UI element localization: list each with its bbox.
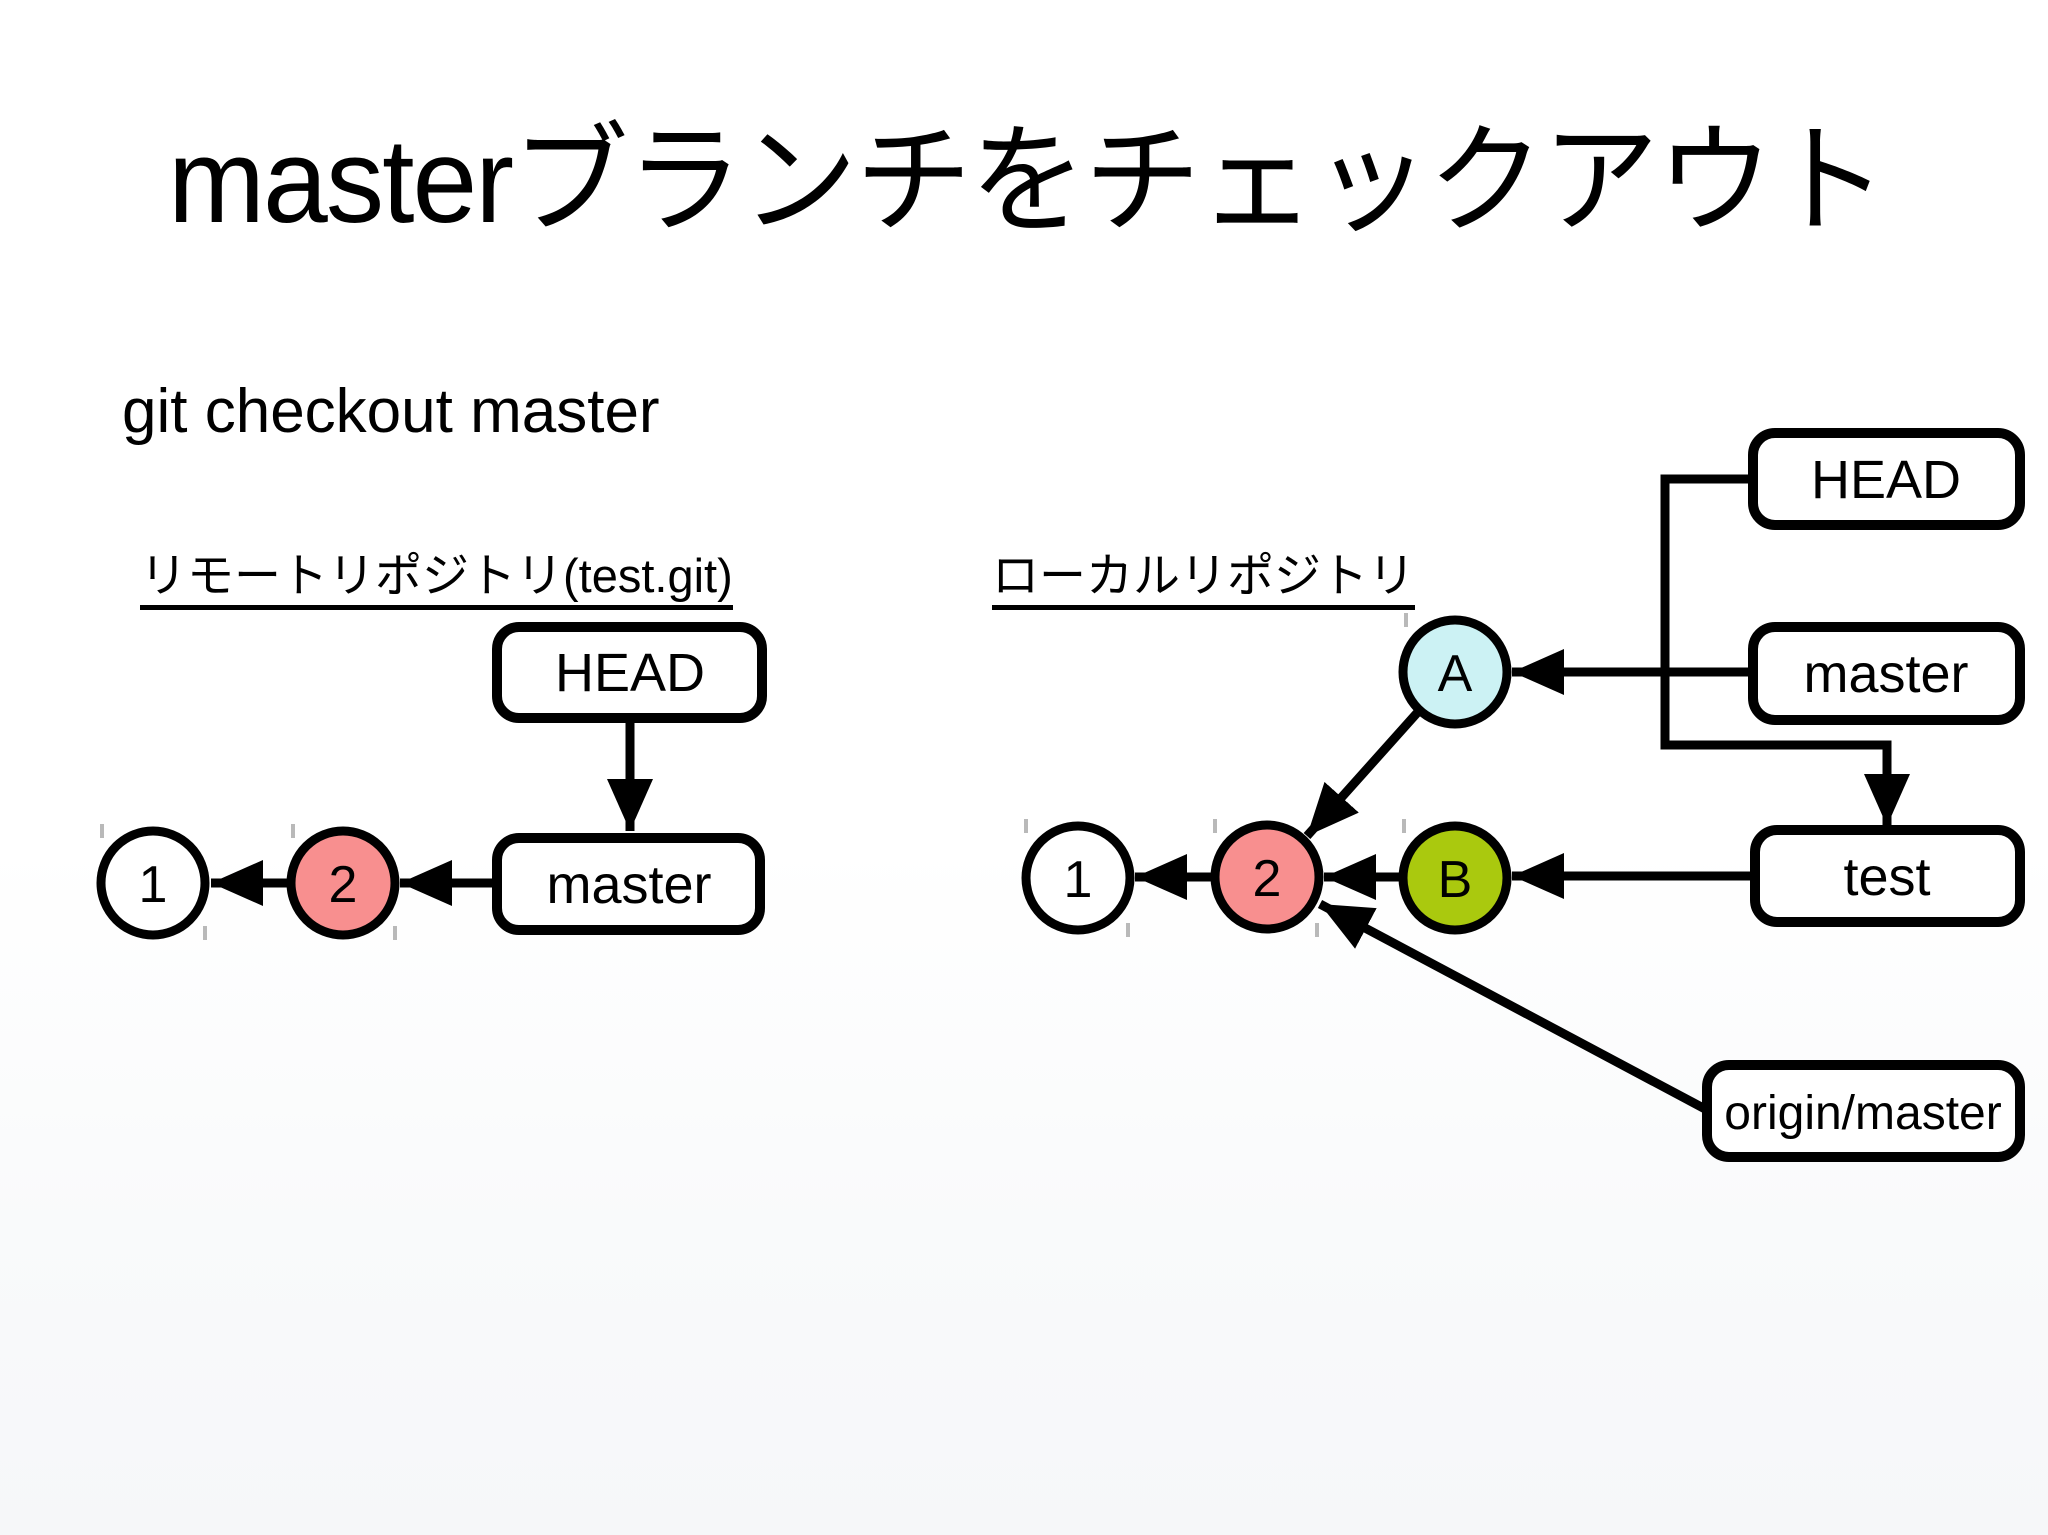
remote-repo-diagram: 1 2 HEAD master xyxy=(96,622,767,940)
remote-head-label: HEAD xyxy=(555,643,705,703)
tick-mark xyxy=(1024,819,1028,833)
page-title: masterブランチをチェックアウト xyxy=(168,114,1888,248)
tick-mark xyxy=(393,926,397,940)
remote-commit-1-label: 1 xyxy=(139,856,168,914)
local-head-to-test-arrow xyxy=(1660,474,1910,826)
remote-commit-1-node xyxy=(96,826,210,940)
tick-mark xyxy=(1126,923,1130,937)
local-test-label: test xyxy=(1843,847,1930,907)
local-origin-master-label: origin/master xyxy=(1724,1087,2001,1140)
local-commit-a-label: A xyxy=(1438,645,1473,703)
local-commit-2-label: 2 xyxy=(1253,850,1282,908)
local-commit-b-label: B xyxy=(1438,851,1473,909)
tick-marks xyxy=(100,613,1408,940)
local-repo-diagram: 1 2 A B HEAD master test origin/master xyxy=(1021,428,2025,1162)
tick-mark xyxy=(203,926,207,940)
local-head-label: HEAD xyxy=(1811,450,1961,510)
tick-mark xyxy=(291,824,295,838)
remote-repo-label: リモートリポジトリ(test.git) xyxy=(140,550,733,610)
local-repo-label: ローカルリポジトリ xyxy=(992,550,1415,610)
tick-mark xyxy=(1404,613,1408,627)
tick-mark xyxy=(1315,923,1319,937)
local-commit-1-node xyxy=(1021,821,1135,935)
remote-master-label: master xyxy=(546,855,711,915)
local-commit-a-node xyxy=(1398,615,1512,729)
local-origin-to-commit2-arrow xyxy=(1317,900,1710,1114)
local-a-to-commit2-arrow xyxy=(1303,710,1421,839)
tick-mark xyxy=(1402,819,1406,833)
local-origin-master-box xyxy=(1702,1060,2025,1162)
tick-mark xyxy=(1213,819,1217,833)
local-master-label: master xyxy=(1803,644,1968,704)
local-commit-1-label: 1 xyxy=(1064,851,1093,909)
git-command-text: git checkout master xyxy=(122,377,660,446)
remote-commit-2-label: 2 xyxy=(329,856,358,914)
tick-mark xyxy=(100,824,104,838)
